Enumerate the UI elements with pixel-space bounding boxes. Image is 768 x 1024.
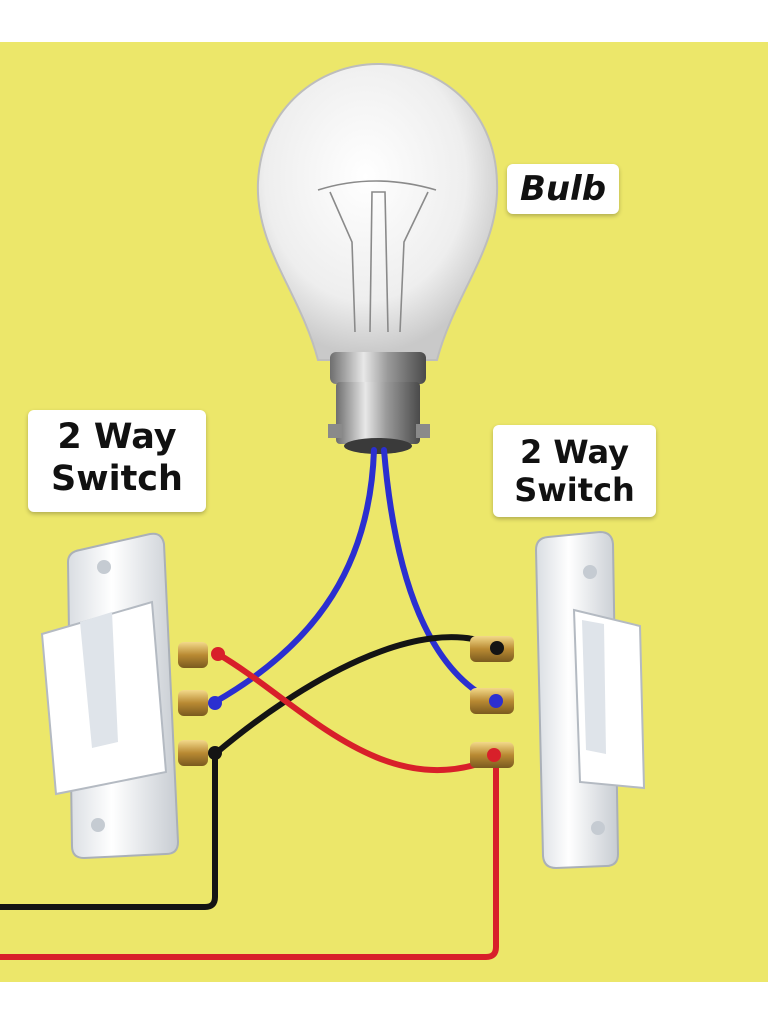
terminal <box>178 740 208 766</box>
wire-neutral-traveller <box>212 634 499 757</box>
bulb-icon <box>256 62 499 454</box>
terminal <box>178 690 208 716</box>
left-terminal-live <box>211 647 225 661</box>
left-switch-screw-top <box>97 560 111 574</box>
bulb-base-top <box>330 352 426 384</box>
wire-live-supply <box>0 757 499 960</box>
right-switch-screw-bottom <box>591 821 605 835</box>
right-switch-rocker-shade <box>582 620 606 754</box>
bulb-base-pin-left <box>328 424 342 438</box>
left-switch-terminals <box>178 642 208 766</box>
right-switch-label-line-1: 2 Way <box>519 433 630 471</box>
bulb-label: Bulb <box>507 164 619 214</box>
right-terminal-bulb <box>489 694 503 708</box>
wire-neutral-supply <box>0 751 218 910</box>
left-switch-label-line-2: Switch <box>51 459 183 499</box>
left-switch-label: 2 Way Switch <box>28 410 206 512</box>
left-terminal-neutral <box>208 746 222 760</box>
left-terminal-bulb <box>208 696 222 710</box>
terminal <box>178 642 208 668</box>
bulb-base-bottom <box>336 382 420 444</box>
wiring-diagram <box>0 62 646 960</box>
diagram-canvas: Bulb 2 Way Switch 2 Way Switch <box>0 42 768 982</box>
left-switch-label-line-1: 2 Way <box>57 417 177 457</box>
right-switch-label: 2 Way Switch <box>493 425 656 517</box>
wire-live-traveller <box>215 651 493 774</box>
bulb-filament <box>317 180 437 333</box>
bulb-label-text: Bulb <box>519 169 607 209</box>
bulb-base-cap <box>344 438 412 454</box>
right-terminal-neutral <box>490 641 504 655</box>
left-switch-rocker-shade <box>80 612 118 748</box>
bulb-base-pin-right <box>416 424 430 438</box>
two-way-switch-right-icon <box>470 530 646 870</box>
right-terminal-live <box>487 748 501 762</box>
bulb-glass <box>256 62 499 361</box>
two-way-switch-left-icon <box>40 532 225 860</box>
right-switch-label-line-2: Switch <box>514 471 635 509</box>
right-switch-screw-top <box>583 565 597 579</box>
left-switch-screw-bottom <box>91 818 105 832</box>
wire-bulb-to-right-switch <box>381 447 498 705</box>
wires <box>0 447 499 960</box>
